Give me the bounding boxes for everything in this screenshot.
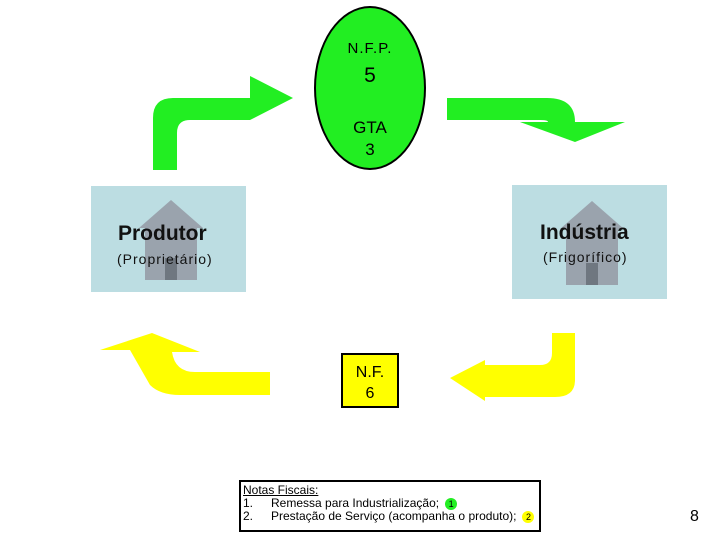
arrow-bottom-right [450,333,575,401]
note-badge-green: 1 [445,497,458,510]
arrow-top-left [153,76,293,170]
notes-item-text: Prestação de Serviço (acompanha o produt… [271,509,517,523]
industria-subtitle: (Frigorífico) [543,249,628,265]
notes-heading: Notas Fiscais: [243,483,319,497]
industria-title: Indústria [540,221,629,244]
notes-item-text: Remessa para Industrialização; [271,496,440,510]
notes-item-number: 2. [243,509,254,523]
house-icon [560,201,624,285]
nf-number: 6 [365,385,375,402]
produtor-title: Produtor [118,222,207,245]
nfp-gta-oval: N.F.P. 5 GTA 3 [314,6,426,170]
page-number: 8 [690,508,699,525]
produtor-box [91,186,246,292]
notes-box: Notas Fiscais: 1. Remessa para Industria… [239,480,541,532]
gta-number: 3 [365,140,375,159]
nfp-label: N.F.P. [347,40,393,57]
notes-item: 2. Prestação de Serviço (acompanha o pro… [243,510,539,523]
house-icon [139,200,203,280]
arrow-top-right [447,98,625,142]
industria-box [512,185,667,299]
nf-label: N.F. [355,364,385,381]
note-badge-yellow: 2 [522,510,535,523]
produtor-subtitle: (Proprietário) [117,251,213,267]
gta-label: GTA [353,118,387,137]
nf-box: N.F. 6 [341,353,399,408]
arrow-bottom-left [100,333,270,395]
notes-item: 1. Remessa para Industrialização; 1 [243,497,539,510]
nfp-number: 5 [364,64,376,87]
notes-item-number: 1. [243,496,254,510]
